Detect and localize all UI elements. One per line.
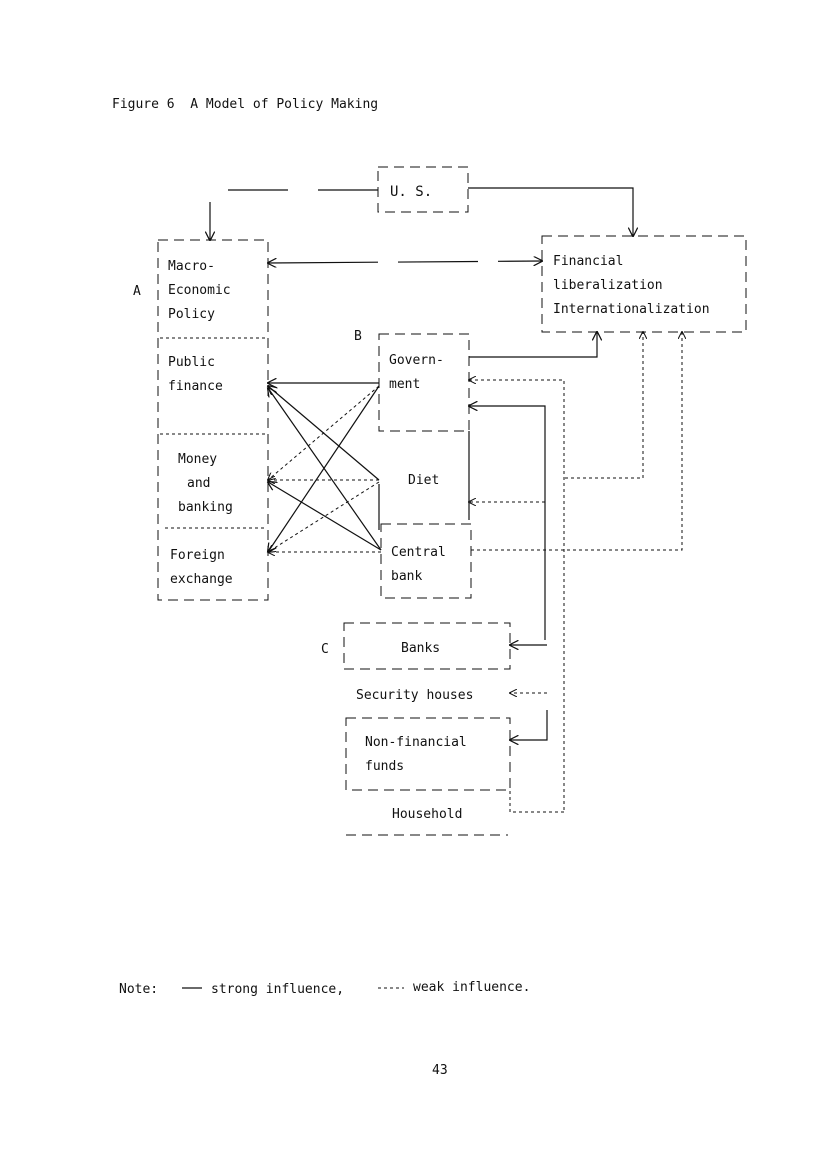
dashed-feedback-to-gov — [469, 380, 565, 810]
public-finance-line-2: finance — [168, 379, 223, 394]
central-bank-line-1: Central — [391, 545, 446, 560]
gov-to-foreign-arrow — [268, 385, 380, 552]
figure-title: Figure 6 A Model of Policy Making — [112, 97, 378, 112]
to-non-financial-arrow — [510, 710, 548, 740]
household-label: Household — [392, 807, 462, 822]
to-household-line — [509, 790, 564, 813]
non-financial-line-1: Non-financial — [365, 735, 467, 750]
financial-lib-line-2: liberalization — [553, 278, 663, 293]
group-c-label: C — [321, 642, 329, 657]
central-bank-line-2: bank — [391, 569, 422, 584]
banks-label: Banks — [401, 641, 440, 656]
central-bank-box — [380, 523, 472, 599]
group-a-label: A — [133, 284, 141, 299]
macro-policy-line-1: Macro- — [168, 259, 215, 274]
note-prefix: Note: — [119, 982, 158, 997]
macro-policy-line-3: Policy — [168, 307, 215, 322]
financial-lib-line-1: Financial — [553, 254, 623, 269]
financial-lib-line-3: Internationalization — [553, 302, 710, 317]
cbank-to-money-arrow — [268, 482, 382, 551]
us-label: U. S. — [390, 184, 432, 200]
cbank-to-finlib-arrow — [471, 332, 682, 551]
diet-label: Diet — [408, 473, 439, 488]
government-line-2: ment — [389, 377, 420, 392]
government-line-1: Govern- — [389, 353, 444, 368]
non-financial-box — [345, 717, 511, 791]
us-to-finlib-arrow — [468, 187, 633, 236]
group-b-label: B — [354, 329, 362, 344]
diet-to-foreign-arrow — [268, 481, 380, 552]
diet-to-finlib-arrow — [565, 332, 643, 479]
diet-to-public-finance-arrow — [268, 386, 380, 481]
foreign-exchange-line-2: exchange — [170, 572, 233, 587]
note-strong-label: strong influence, — [211, 982, 344, 997]
security-houses-label: Security houses — [356, 688, 473, 703]
page-number: 43 — [432, 1063, 448, 1078]
macro-finlib-arrow — [268, 261, 542, 263]
macro-policy-line-2: Economic — [168, 283, 231, 298]
foreign-exchange-line-1: Foreign — [170, 548, 225, 563]
cbank-to-public-finance-arrow — [268, 388, 382, 551]
solid-feedback-to-gov — [469, 406, 546, 640]
us-to-macro-arrow — [210, 189, 378, 240]
note-weak-label: weak influence. — [413, 980, 530, 995]
non-financial-line-2: funds — [365, 759, 404, 774]
money-banking-line-3: banking — [178, 500, 233, 515]
money-banking-line-1: Money — [178, 452, 217, 467]
public-finance-line-1: Public — [168, 355, 215, 370]
banks-box — [343, 622, 511, 670]
gov-to-finlib-arrow — [469, 332, 597, 358]
money-banking-line-2: and — [187, 476, 210, 491]
